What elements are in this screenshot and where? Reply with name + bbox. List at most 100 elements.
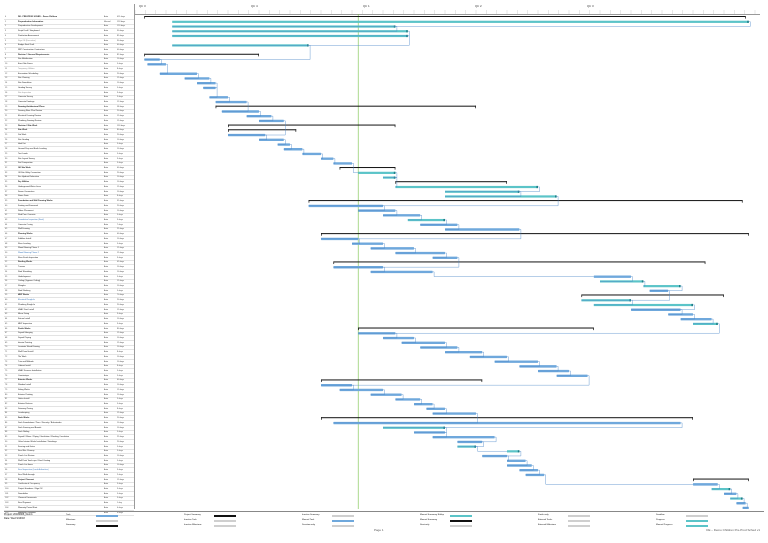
task-row[interactable]: 49Wood Flooring Phase 1Auto15 days <box>4 246 134 252</box>
task-row[interactable]: 7RFP Construction ContractorsAuto40 days <box>4 48 134 54</box>
task-row[interactable]: 10Erect Site FenceAuto5 days <box>4 62 134 68</box>
task-row[interactable]: 64Fixture InstallAuto10 days <box>4 317 134 323</box>
task-row[interactable]: 11Temporary UtilitiesAuto8 days <box>4 67 134 72</box>
task-row[interactable]: 52Roofing WorksAuto45 days <box>4 260 134 266</box>
task-row[interactable]: 60Electrical Rough-InAuto20 days <box>4 298 134 304</box>
task-row[interactable]: 27Haul DirtAuto5 days <box>4 142 134 148</box>
task-row[interactable]: 36Underground Water LinesAuto15 days <box>4 185 134 190</box>
task-row[interactable]: 41Rebar PlacementAuto10 days <box>4 209 134 214</box>
task-row[interactable]: 42Slab Pour ConcreteAuto5 days <box>4 213 134 219</box>
task-row[interactable]: 72Tile WorkAuto10 days <box>4 355 134 360</box>
task-row[interactable]: 80Exterior PaintingAuto10 days <box>4 393 134 398</box>
task-row[interactable]: 46Flooring WorksAuto40 days <box>4 232 134 238</box>
task-row[interactable]: 17Concrete SurveyAuto5 days <box>4 95 134 101</box>
task-row[interactable]: 61Plumbing Rough-InAuto20 days <box>4 303 134 308</box>
task-row[interactable]: 30Site Layout SurveyAuto3 days <box>4 157 134 162</box>
task-row[interactable]: 13Site ClearingAuto15 days <box>4 76 134 82</box>
task-row[interactable]: 59MEP WorksAuto70 days <box>4 293 134 299</box>
task-row[interactable]: 37Sewer ConnectionAuto10 days <box>4 190 134 195</box>
task-row[interactable]: 100Project Handover / Sign OffAuto3 days <box>4 487 134 492</box>
task-row[interactable]: 97Final Walk-throughAuto2 days <box>4 473 134 478</box>
task-row[interactable]: 21Electrical Drawing ReviewAuto15 days <box>4 114 134 120</box>
task-row[interactable]: 35Dry UtilitiesAuto10 days <box>4 180 134 186</box>
task-row[interactable]: 67Drywall HangingAuto15 days <box>4 331 134 337</box>
task-row[interactable]: 91Fencing and GatesAuto5 days <box>4 445 134 450</box>
task-row[interactable]: 83Driveway PavingAuto8 days <box>4 407 134 412</box>
task-row[interactable]: 29Test LoadsAuto5 days <box>4 152 134 157</box>
task-row[interactable]: 68Drywall TapingAuto10 days <box>4 336 134 341</box>
task-row[interactable]: 33Off Site Utility ConnectionAuto20 days <box>4 171 134 176</box>
task-row[interactable]: 5Sign Off (Executive)Auto30 days <box>4 39 134 44</box>
task-row[interactable]: 14Site DemolitionAuto10 days <box>4 81 134 87</box>
task-row[interactable]: 104Warranty Period StartAuto0 days <box>4 506 134 511</box>
task-row[interactable]: 45Wall FramingAuto25 days <box>4 227 134 233</box>
task-row[interactable]: 93Punch List ReviewAuto10 days <box>4 454 134 459</box>
task-row[interactable]: 0DE - PRE-PROD SCHED – Demo ChildrenAuto… <box>4 15 134 20</box>
task-row[interactable]: 57ShinglesAuto10 days <box>4 284 134 290</box>
task-row[interactable]: 102Closeout DocumentsAuto5 days <box>4 496 134 502</box>
task-row[interactable]: 69Interior PaintingAuto15 days <box>4 341 134 346</box>
task-row[interactable]: 16Site InspectionAuto3 days <box>4 91 134 96</box>
task-row[interactable]: 96Final Inspection (Local Authorities)Au… <box>4 468 134 474</box>
task-row[interactable]: 40Footing and FormworkAuto20 days <box>4 204 134 209</box>
task-row[interactable]: 70Laminate Wood FlooringAuto10 days <box>4 345 134 351</box>
task-row[interactable]: 92Final Site CleanupAuto5 days <box>4 449 134 455</box>
task-row[interactable]: 62HVAC Duct InstallAuto15 days <box>4 308 134 313</box>
task-row[interactable]: 43Foundation Inspection (Final)Auto3 day… <box>4 218 134 223</box>
task-row[interactable]: 73Trim and MillworkAuto10 days <box>4 360 134 365</box>
task-row[interactable]: 8Division 1 General RequirementsAuto82 d… <box>4 53 134 58</box>
task-row[interactable]: 53TrussesAuto10 days <box>4 265 134 271</box>
task-row[interactable]: 24Site WorkAuto80 days <box>4 128 134 134</box>
task-row[interactable]: 44Concrete CuringAuto7 days <box>4 223 134 228</box>
task-row[interactable]: 51Floor Finish InspectionAuto3 days <box>4 256 134 261</box>
task-row[interactable]: 95Punch List ItemsAuto10 days <box>4 463 134 469</box>
task-row[interactable]: 78Window InstallAuto10 days <box>4 383 134 389</box>
task-row[interactable]: 38Storm DrainAuto8 days <box>4 194 134 200</box>
task-row[interactable]: 55UnderlaymentAuto5 days <box>4 275 134 280</box>
task-row[interactable]: 88Deck RailingAuto5 days <box>4 430 134 436</box>
task-row[interactable]: 56Ceiling (Gypsum Ceiling)Auto15 days <box>4 279 134 285</box>
task-row[interactable]: 15Grading SurveyAuto5 days <box>4 86 134 91</box>
task-row[interactable]: 28Ground Prep and Earth LevelingAuto10 d… <box>4 147 134 153</box>
task-row[interactable]: 84LandscapingAuto15 days <box>4 411 134 417</box>
task-row[interactable]: 20Drawing Floor Plan ReviewAuto20 days <box>4 109 134 115</box>
task-row[interactable]: 74Cabinet InstallAuto8 days <box>4 364 134 370</box>
task-row[interactable]: 23Division 2 Site WorkAuto130 days <box>4 124 134 129</box>
task-row[interactable]: 76CountertopsAuto5 days <box>4 374 134 379</box>
task-row[interactable]: 25Dirt WorkAuto20 days <box>4 133 134 138</box>
task-row[interactable]: 32Off Site WorkAuto40 days <box>4 166 134 172</box>
task-row[interactable]: 103Final PaymentAuto1 day <box>4 501 134 507</box>
task-row[interactable]: 31Soil CompactionAuto5 days <box>4 161 134 167</box>
task-row[interactable]: 98Project CloseoutAuto15 days <box>4 478 134 483</box>
task-row[interactable]: 4Production AssessmentAuto85 days <box>4 34 134 39</box>
task-row[interactable]: 86Deck Foundations / Piers / Security / … <box>4 421 134 426</box>
task-row[interactable]: 99Certificate of OccupancyAuto5 days <box>4 482 134 488</box>
task-row[interactable]: 71Wall Panel InstallAuto8 days <box>4 350 134 356</box>
task-row[interactable]: 58Roof FlashingAuto5 days <box>4 289 134 294</box>
task-row[interactable]: 6Budget Final DraftAuto60 days <box>4 43 134 49</box>
task-row[interactable]: 87Deck Framing and BoardsAuto10 days <box>4 426 134 431</box>
task-row[interactable]: 9Site MobilizationAuto10 days <box>4 57 134 63</box>
task-row[interactable]: 22Plumbing Drawing ReviewAuto15 days <box>4 119 134 124</box>
task-row[interactable]: 54Roof SheathingAuto10 days <box>4 270 134 275</box>
task-row[interactable]: 81Gutter InstallAuto5 days <box>4 397 134 403</box>
task-row[interactable]: 89Drywall / Mirror / Piping / Ventilatio… <box>4 435 134 441</box>
task-row[interactable]: 19Drawing Architectural PlansAuto58 days <box>4 105 134 110</box>
task-row[interactable]: 63Mirror FixingAuto3 days <box>4 312 134 318</box>
task-row[interactable]: 85Deck WorksAuto20 days <box>4 416 134 422</box>
task-row[interactable]: 18Concrete FootingsAuto12 days <box>4 100 134 105</box>
task-row[interactable]: 66Finish WorksAuto80 days <box>4 327 134 332</box>
task-row[interactable]: 47Subfloor InstallAuto10 days <box>4 237 134 242</box>
task-row[interactable]: 39Foundation and Wall Framing WorksAuto9… <box>4 199 134 205</box>
task-row[interactable]: 50Wood Flooring Phase 2Auto15 days <box>4 251 134 256</box>
task-row[interactable]: 75HVAC Furnace InstallationAuto5 days <box>4 369 134 374</box>
task-row[interactable]: 1Preproduction InformationManual153 days <box>4 20 134 25</box>
task-row[interactable]: 34Fire Hydrant RelocationAuto10 days <box>4 175 134 181</box>
task-row[interactable]: 12Excavation SchedulingAuto20 days <box>4 72 134 77</box>
task-row[interactable]: 26Site GradingAuto10 days <box>4 138 134 143</box>
task-row[interactable]: 3Script Draft / StoryboardAuto90 days <box>4 29 134 35</box>
task-row[interactable]: 101DemobilizeAuto5 days <box>4 492 134 497</box>
task-row[interactable]: 90Other Interior Works Installation / Fi… <box>4 440 134 445</box>
task-row[interactable]: 105Handover CompleteAuto0 days <box>4 511 134 516</box>
task-row[interactable]: 77Exterior WorksAuto60 days <box>4 378 134 384</box>
